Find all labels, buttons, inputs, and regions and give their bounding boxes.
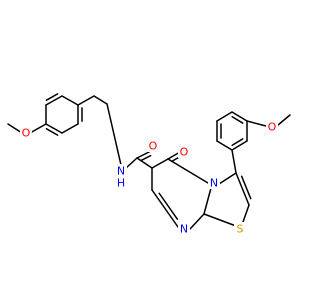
bond-pyr [151, 189, 179, 228]
bond-thz [235, 172, 250, 206]
bond-thz [218, 172, 237, 185]
bond-amide-co [136, 150, 152, 159]
atom-label-o-methoxy-right: O [268, 121, 277, 134]
bond-pyr [167, 158, 209, 184]
bond-methyl-o-right [277, 114, 291, 126]
bond-pyr [151, 158, 169, 169]
atom-label-o-methoxy-left: O [22, 127, 31, 140]
bond-ch2-n [106, 103, 122, 166]
bond-layer [7, 93, 291, 230]
bond-ring-left [45, 95, 63, 106]
bond-pyr [189, 213, 205, 230]
atom-oxygen-ring-carbonyl: O [178, 145, 190, 159]
bond-ring-left [61, 95, 79, 106]
bond-ring-right [231, 111, 248, 122]
atom-label-n-pyrimidine: N [180, 223, 188, 236]
atom-oxygen-methoxy-right: O [266, 120, 278, 134]
bond-ring-left-inner [45, 128, 59, 136]
bond-ethyl-2 [93, 95, 108, 105]
bond-ring-left-inner [45, 93, 59, 101]
bond-ring-right [216, 140, 233, 151]
molecule-structure-diagram: O N H O O N N S [7, 93, 291, 236]
atom-sulfur-thiazole: S [234, 222, 246, 236]
bond-thz-inner [240, 175, 252, 200]
atom-label-n-amide: N [117, 165, 125, 178]
atom-nitrogen-pyrimidine: N [178, 222, 190, 236]
bond-amide-ring [136, 157, 153, 169]
bond-ring-right-inner [231, 116, 244, 124]
bond-aryl [231, 149, 237, 174]
bond-ring-right [216, 111, 233, 122]
bond-ring-left [45, 123, 63, 134]
atom-label-n-bridgehead: N [210, 177, 218, 190]
atom-nitrogen-amide: N H [115, 164, 127, 190]
atom-label-o-ring-carbonyl: O [180, 146, 189, 159]
bond-o-ring-right [246, 120, 267, 127]
bond-amide-co-inner [140, 154, 152, 162]
atom-oxygen-amide-carbonyl: O [147, 139, 159, 153]
bond-ring-left [61, 123, 79, 134]
bond-thz [242, 204, 250, 223]
atom-label-h-amide: H [117, 177, 125, 190]
bond-methyl-o-left [7, 123, 23, 134]
atom-nitrogen-bridgehead: N [208, 176, 220, 190]
bond-ethyl-1 [77, 95, 95, 106]
bond-thz [203, 213, 237, 227]
atom-oxygen-methoxy-left: O [20, 126, 32, 140]
bond-o-ring-left [29, 123, 47, 134]
atom-label-o-amide-carbonyl: O [149, 140, 158, 153]
atom-label-layer: O N H O O N N S [20, 120, 278, 236]
bond-pyr-inner [158, 192, 179, 220]
atom-label-s-thiazole: S [237, 223, 244, 236]
bond-pyr [203, 187, 212, 215]
bond-ring-right-inner [231, 138, 244, 146]
bond-ring-right [231, 140, 248, 151]
